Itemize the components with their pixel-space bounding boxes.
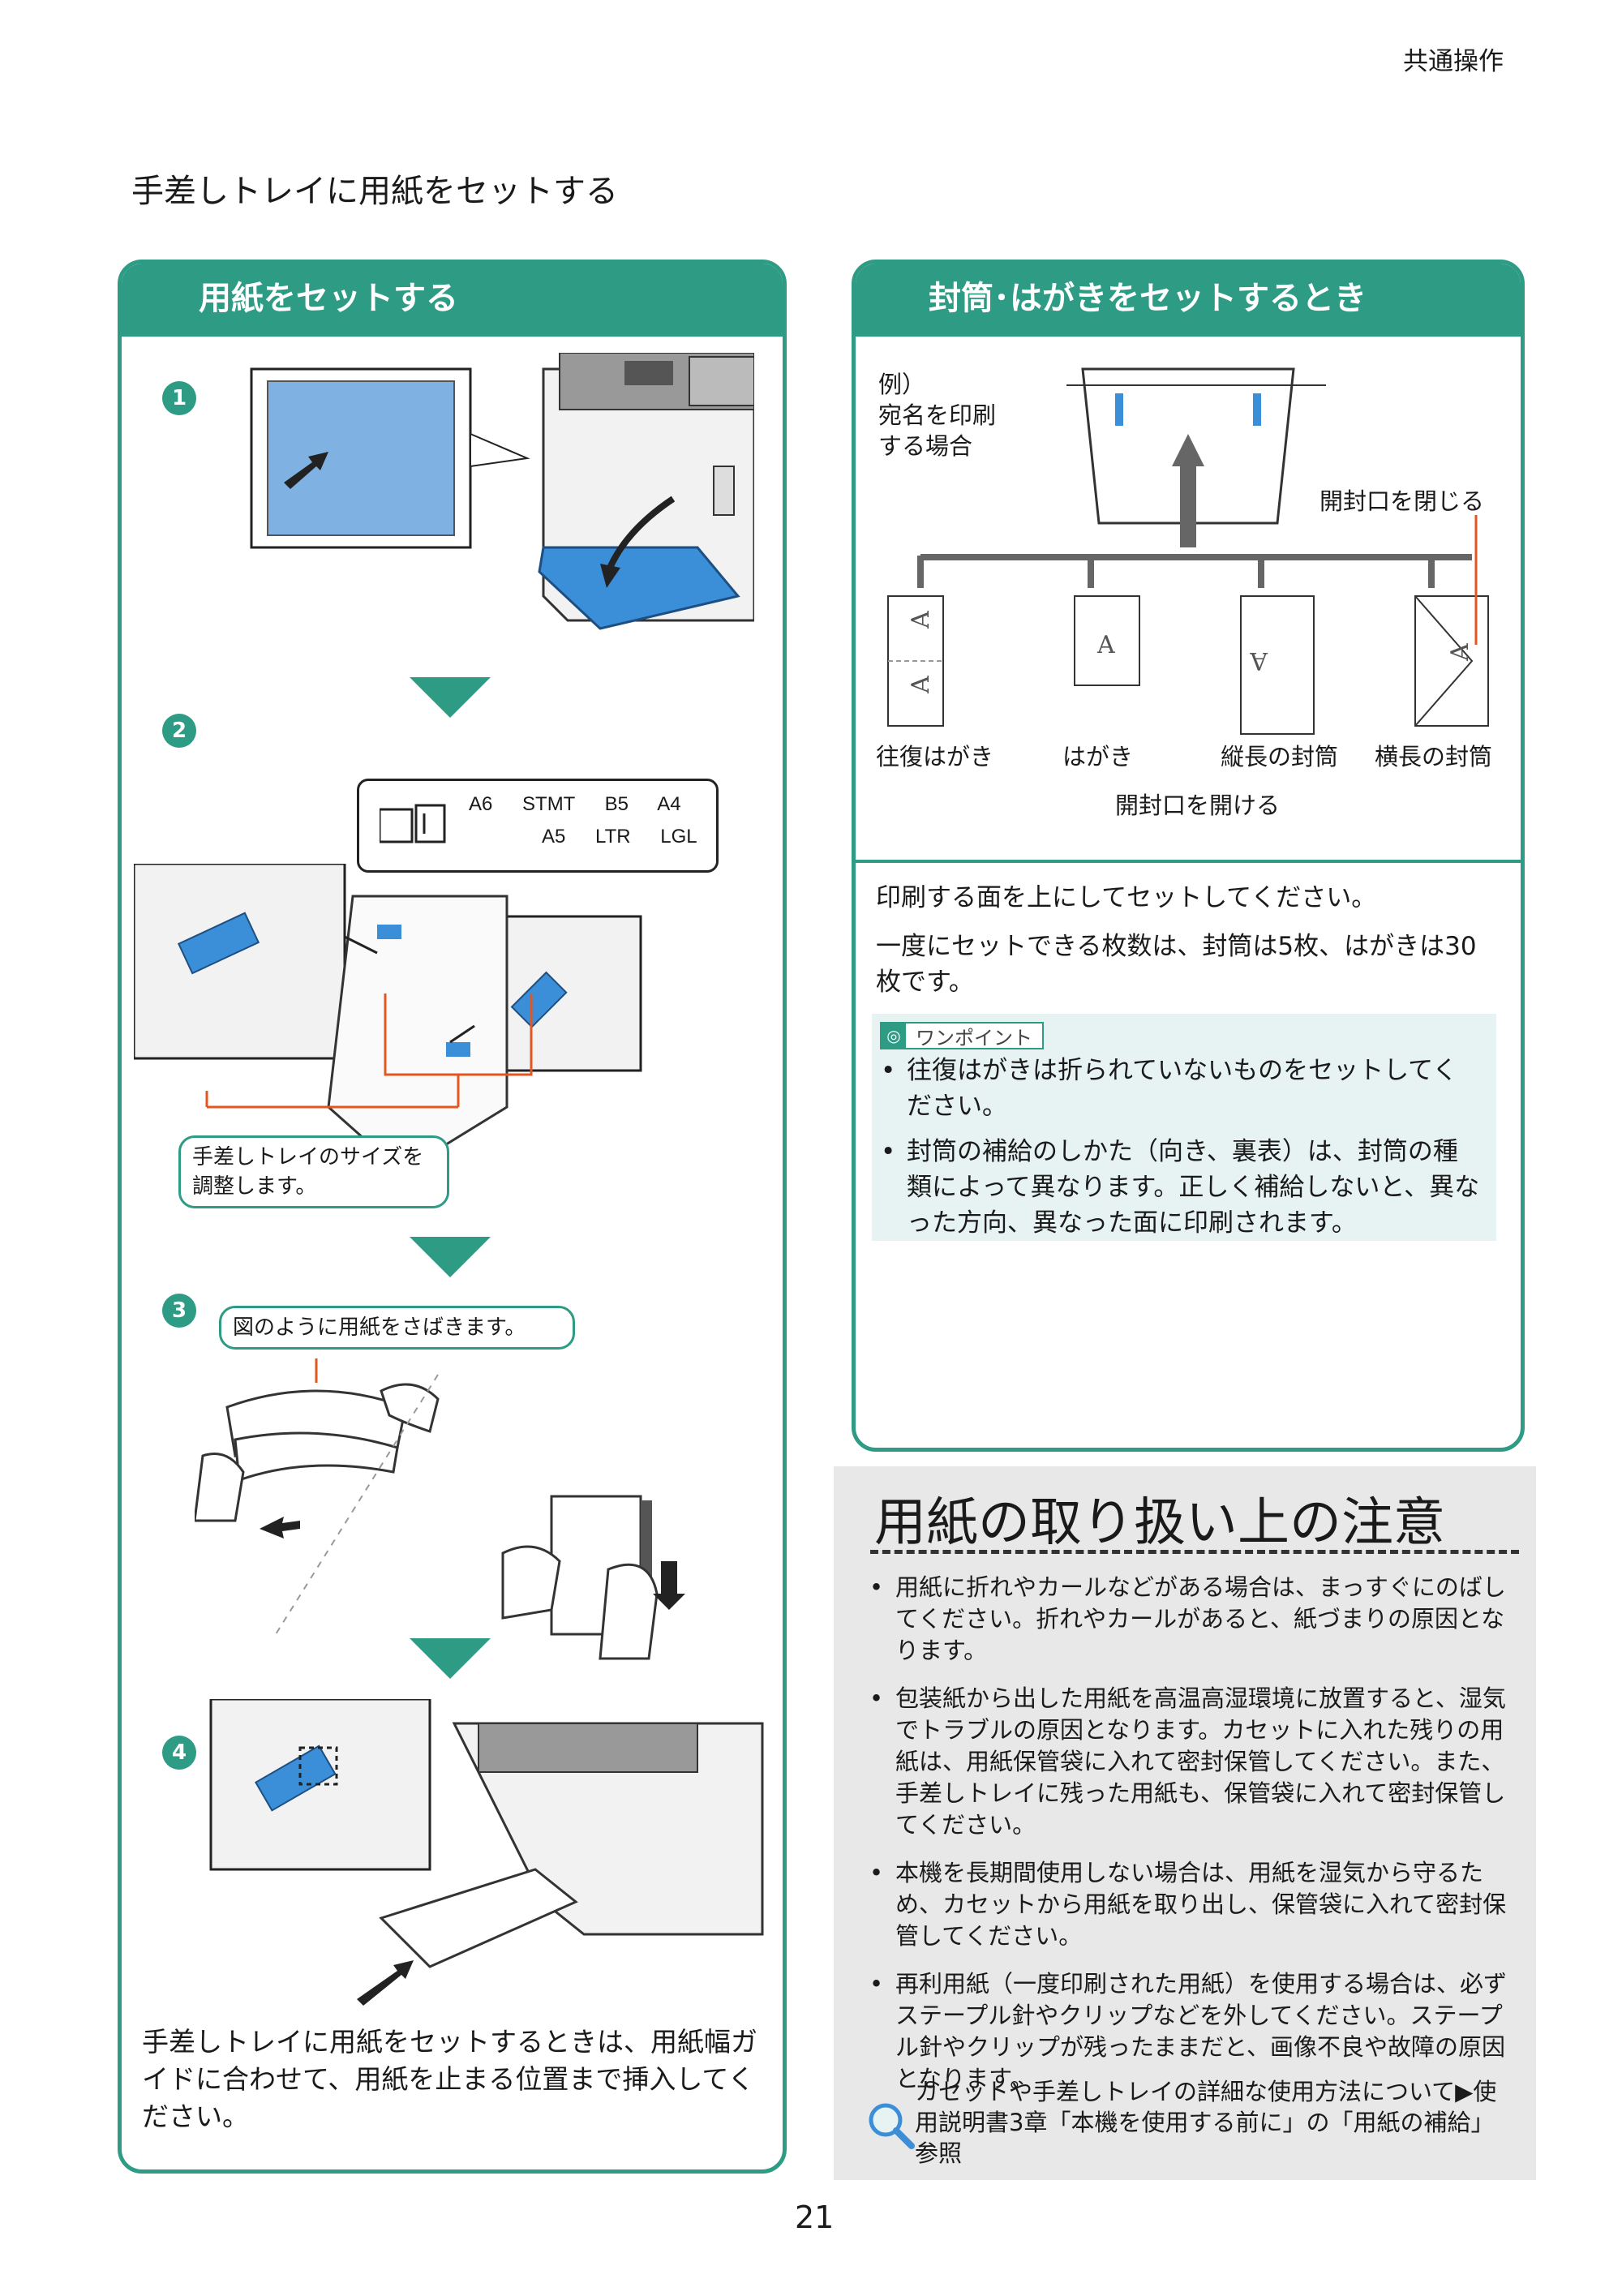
page-number: 21 [795, 2199, 835, 2235]
svg-text:A: A [907, 676, 935, 694]
fan-paper-callout: 図のように用紙をさばきます。 [219, 1306, 575, 1350]
svg-text:A: A [907, 611, 935, 629]
list-item: 本機を長期間使用しない場合は、用紙を湿気から守るため、カセットから用紙を取り出し… [865, 1857, 1513, 1952]
envelope-label-vertical: 縦長の封筒 [1221, 743, 1339, 770]
onepoint-label: ワンポイント [916, 1026, 1032, 1049]
svg-text:A: A [1096, 631, 1115, 659]
arrow-down-icon [410, 677, 491, 718]
arrow-down-icon [410, 1638, 491, 1679]
list-item: 用紙に折れやカールなどがある場合は、まっすぐにのばしてください。折れやカールがあ… [865, 1572, 1513, 1667]
step-2-illustration [134, 864, 642, 1174]
magnifier-icon: ◎ [882, 1024, 906, 1048]
close-flap-label: 開封口を閉じる [1319, 487, 1485, 515]
svg-text:A: A [1446, 643, 1474, 662]
example-label: 例） 宛名を印刷 する場合 [878, 371, 997, 460]
onepoint-badge: ◎ ワンポイント [880, 1022, 1044, 1049]
panel-divider [856, 860, 1521, 863]
onepoint-list: 往復はがきは折られていないものをセットしてください。 封筒の補給のしかた（向き、… [876, 1053, 1480, 1241]
notice-title: 用紙の取り扱い上の注意 [874, 1493, 1445, 1553]
load-paper-panel: 用紙をセットする 1 2 A6 STMT B5 A4 A5 LTR LGL [118, 260, 787, 2174]
reference-magnifier-icon [869, 2103, 915, 2149]
envelope-label-horizontal: 横長の封筒 [1375, 743, 1493, 770]
size-label-panel: A6 STMT B5 A4 A5 LTR LGL [357, 779, 719, 873]
step-3-badge: 3 [162, 1294, 196, 1328]
open-flap-label: 開封口を開ける [1115, 792, 1281, 819]
notice-list: 用紙に折れやカールなどがある場合は、まっすぐにのばしてください。折れやカールがあ… [865, 1572, 1513, 2095]
paper-size-icon [380, 804, 446, 843]
envelope-panel: 封筒･はがきをセットするとき 例） 宛名を印刷 する場合 A A A A A 開… [852, 260, 1525, 1452]
list-item: 封筒の補給のしかた（向き、裏表）は、封筒の種類によって異なります。正しく補給しな… [876, 1134, 1480, 1241]
step-1-illustration [250, 353, 754, 630]
onepoint-box: ◎ ワンポイント 往復はがきは折られていないものをセットしてください。 封筒の補… [872, 1014, 1496, 1241]
page-title: 手差しトレイに用紙をセットする [131, 173, 618, 210]
notice-divider [870, 1550, 1519, 1554]
svg-text:A: A [1250, 646, 1268, 675]
list-item: 包装紙から出した用紙を高温高湿環境に放置すると、湿気でトラブルの原因となります。… [865, 1683, 1513, 1841]
load-paper-instructions: 手差しトレイに用紙をセットするときは、用紙幅ガイドに合わせて、用紙を止まる位置ま… [142, 2026, 757, 2132]
size-labels-bottom: A5 LTR LGL [542, 826, 697, 848]
envelope-diagram: A A A A A [887, 367, 1489, 735]
list-item: 再利用紙（一度印刷された用紙）を使用する場合は、必ずステープル針やクリップなどを… [865, 1968, 1513, 2095]
section-label: 共通操作 [1403, 47, 1504, 76]
step-4-badge-marker: 4 [162, 1736, 196, 1770]
reference-text: カセットや手差しトレイの詳細な使用方法について▶使用説明書3章「本機を使用する前… [915, 2078, 1497, 2167]
step-3-illustration [195, 1358, 685, 1660]
envelope-label-postcard: はがき [1062, 743, 1134, 770]
size-labels-top: A6 STMT B5 A4 [469, 793, 681, 815]
handling-notice: 用紙の取り扱い上の注意 用紙に折れやカールなどがある場合は、まっすぐにのばしてく… [834, 1466, 1536, 2180]
step-1-badge: 1 [162, 381, 196, 415]
envelope-text-1: 印刷する面を上にしてセットしてください。 [876, 883, 1377, 912]
list-item: 往復はがきは折られていないものをセットしてください。 [876, 1053, 1480, 1124]
envelope-text-2: 一度にセットできる枚数は、封筒は5枚、はがきは30枚です。 [876, 932, 1477, 997]
envelope-panel-title: 封筒･はがきをセットするとき [856, 264, 1521, 337]
step-2-badge: 2 [162, 714, 196, 748]
size-adjust-callout: 手差しトレイのサイズを 調整します。 [178, 1135, 449, 1208]
envelope-label-reply-postcard: 往復はがき [876, 743, 994, 770]
step-4-illustration [209, 1699, 764, 2006]
load-paper-panel-title: 用紙をセットする [122, 264, 783, 337]
arrow-down-icon [410, 1237, 491, 1277]
